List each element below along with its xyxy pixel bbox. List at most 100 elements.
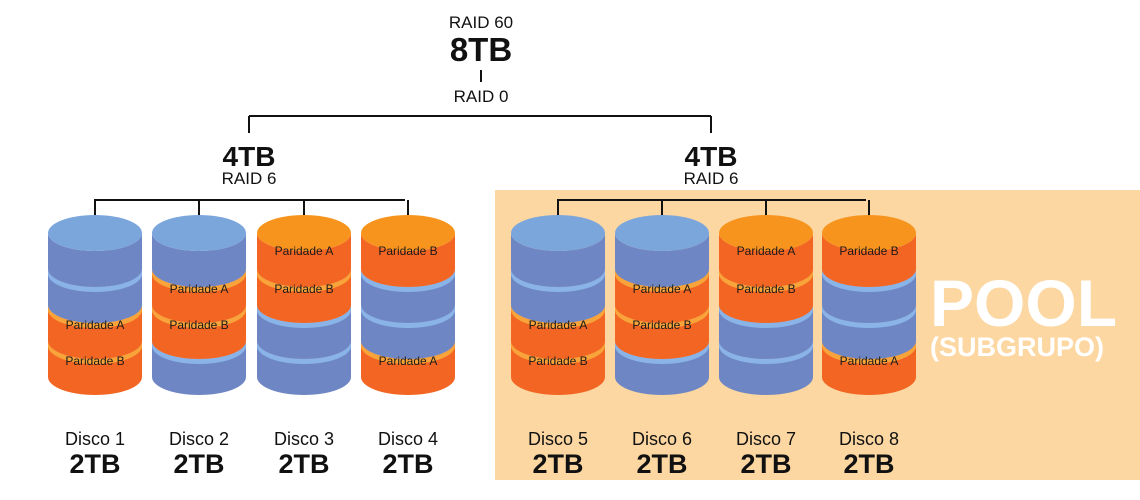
disk-4-segment-4-label: Paridade A bbox=[378, 354, 438, 368]
disk-1-segment-3-label: Paridade A bbox=[65, 318, 125, 332]
disk-4-segment-1 bbox=[361, 233, 455, 287]
disk-7-segment-1 bbox=[719, 233, 813, 287]
disk-3-segment-4 bbox=[257, 341, 351, 395]
disk-3-segment-2-label: Paridade B bbox=[274, 282, 334, 296]
disk-7-segment-4 bbox=[719, 341, 813, 395]
disk-3-name: Disco 3 bbox=[273, 429, 335, 449]
disk-4-segment-2 bbox=[361, 269, 455, 323]
disk-1-segment-1 bbox=[48, 233, 142, 287]
disk-5-segment-4 bbox=[511, 341, 605, 395]
disk-7-segment-3 bbox=[719, 305, 813, 359]
disk-3-segment-1 bbox=[257, 233, 351, 287]
top-capacity: 8TB bbox=[449, 31, 513, 68]
disk-1-segment-4 bbox=[48, 341, 142, 395]
disk-5-name: Disco 5 bbox=[527, 429, 589, 449]
disk-2-segment-4-rim bbox=[152, 341, 246, 364]
disk-7-segment-2-label: Paridade B bbox=[736, 282, 796, 296]
disk-4-segment-3 bbox=[361, 305, 455, 359]
disk-4-top-cap bbox=[361, 215, 455, 251]
disk-6-segment-2-label: Paridade A bbox=[632, 282, 692, 296]
disk-3-capacity: 2TB bbox=[278, 449, 330, 479]
disk-5-segment-1 bbox=[511, 233, 605, 287]
disk-2-segment-2 bbox=[152, 269, 246, 323]
disk-1-segment-3-rim bbox=[48, 305, 142, 328]
disk-6-segment-1 bbox=[615, 233, 709, 287]
disk-8-segment-1 bbox=[822, 233, 916, 287]
pool-subtitle: (SUBGRUPO) bbox=[930, 332, 1104, 362]
disk-2-segment-4 bbox=[152, 341, 246, 395]
disk-1-segment-2 bbox=[48, 269, 142, 323]
disk-2-name: Disco 2 bbox=[168, 429, 230, 449]
disk-6-segment-3-rim bbox=[615, 305, 709, 328]
disk-1-top-cap bbox=[48, 215, 142, 251]
disk-6-top-cap bbox=[615, 215, 709, 251]
disk-7-segment-4-rim bbox=[719, 341, 813, 364]
disk-4-segment-4 bbox=[361, 341, 455, 395]
disk-5-segment-4-rim bbox=[511, 341, 605, 364]
pool-title: POOL bbox=[930, 266, 1118, 340]
disk-4-segment-2-rim bbox=[361, 269, 455, 292]
disk-6-capacity: 2TB bbox=[636, 449, 688, 479]
disk-7-segment-3-rim bbox=[719, 305, 813, 328]
disk-3-segment-3 bbox=[257, 305, 351, 359]
disk-5-segment-2 bbox=[511, 269, 605, 323]
disk-3-top-cap bbox=[257, 215, 351, 251]
disk-7: Paridade A Paridade B bbox=[719, 215, 813, 411]
stripe-label: RAID 0 bbox=[453, 87, 509, 106]
disk-6-segment-2 bbox=[615, 269, 709, 323]
disk-1-segment-3 bbox=[48, 305, 142, 359]
disk-6-segment-4 bbox=[615, 341, 709, 395]
disk-6-segment-2-rim bbox=[615, 269, 709, 292]
disk-3: Paridade A Paridade B bbox=[257, 215, 351, 411]
disk-6-name: Disco 6 bbox=[631, 429, 693, 449]
disk-1-segment-4-rim bbox=[48, 341, 142, 364]
disk-7-segment-1-label: Paridade A bbox=[736, 244, 796, 258]
disk-4-cylinder bbox=[361, 215, 455, 395]
disk-3-cylinder bbox=[257, 215, 351, 395]
disk-3-segment-1-label: Paridade A bbox=[274, 244, 334, 258]
disk-3-segment-2-rim bbox=[257, 269, 351, 292]
disk-8-segment-4-rim bbox=[822, 341, 916, 364]
disk-8-segment-2-rim bbox=[822, 269, 916, 292]
disk-6-segment-3-label: Paridade B bbox=[632, 318, 692, 332]
disk-5-cylinder bbox=[511, 215, 605, 395]
disk-5-segment-4-label: Paridade B bbox=[528, 354, 588, 368]
disk-8-segment-3-rim bbox=[822, 305, 916, 328]
disk-2-segment-3-label: Paridade B bbox=[169, 318, 229, 332]
disk-5-segment-3-rim bbox=[511, 305, 605, 328]
disk-6-segment-4-rim bbox=[615, 341, 709, 364]
disk-8-segment-1-label: Paridade B bbox=[839, 244, 899, 258]
disk-7-top-cap bbox=[719, 215, 813, 251]
disk-5-segment-2-rim bbox=[511, 269, 605, 292]
disk-3-segment-4-rim bbox=[257, 341, 351, 364]
disk-2-segment-3-rim bbox=[152, 305, 246, 328]
disk-1-name: Disco 1 bbox=[64, 429, 126, 449]
disk-8-capacity: 2TB bbox=[843, 449, 895, 479]
disk-5-segment-3-label: Paridade A bbox=[528, 318, 588, 332]
disk-4-name: Disco 4 bbox=[377, 429, 439, 449]
top-raid-level: RAID 60 bbox=[448, 13, 514, 32]
disk-2-top-cap bbox=[152, 215, 246, 251]
disk-4-capacity: 2TB bbox=[382, 449, 434, 479]
disk-5-segment-3 bbox=[511, 305, 605, 359]
disk-8-name: Disco 8 bbox=[838, 429, 900, 449]
disk-8-top-cap bbox=[822, 215, 916, 251]
group-1-capacity: 4TB bbox=[222, 141, 276, 172]
disk-4-segment-4-rim bbox=[361, 341, 455, 364]
disk-3-segment-3-rim bbox=[257, 305, 351, 328]
disk-1-segment-2-rim bbox=[48, 269, 142, 292]
group-2-capacity: 4TB bbox=[684, 141, 738, 172]
disk-7-name: Disco 7 bbox=[735, 429, 797, 449]
disk-2-segment-1 bbox=[152, 233, 246, 287]
disk-5-capacity: 2TB bbox=[532, 449, 584, 479]
disk-7-capacity: 2TB bbox=[740, 449, 792, 479]
disk-3-segment-2 bbox=[257, 269, 351, 323]
disk-8-segment-4 bbox=[822, 341, 916, 395]
disk-2-capacity: 2TB bbox=[173, 449, 225, 479]
group-2-raid-level: RAID 6 bbox=[683, 169, 739, 188]
disk-1-capacity: 2TB bbox=[69, 449, 121, 479]
disk-6-segment-3 bbox=[615, 305, 709, 359]
disk-8-segment-2 bbox=[822, 269, 916, 323]
